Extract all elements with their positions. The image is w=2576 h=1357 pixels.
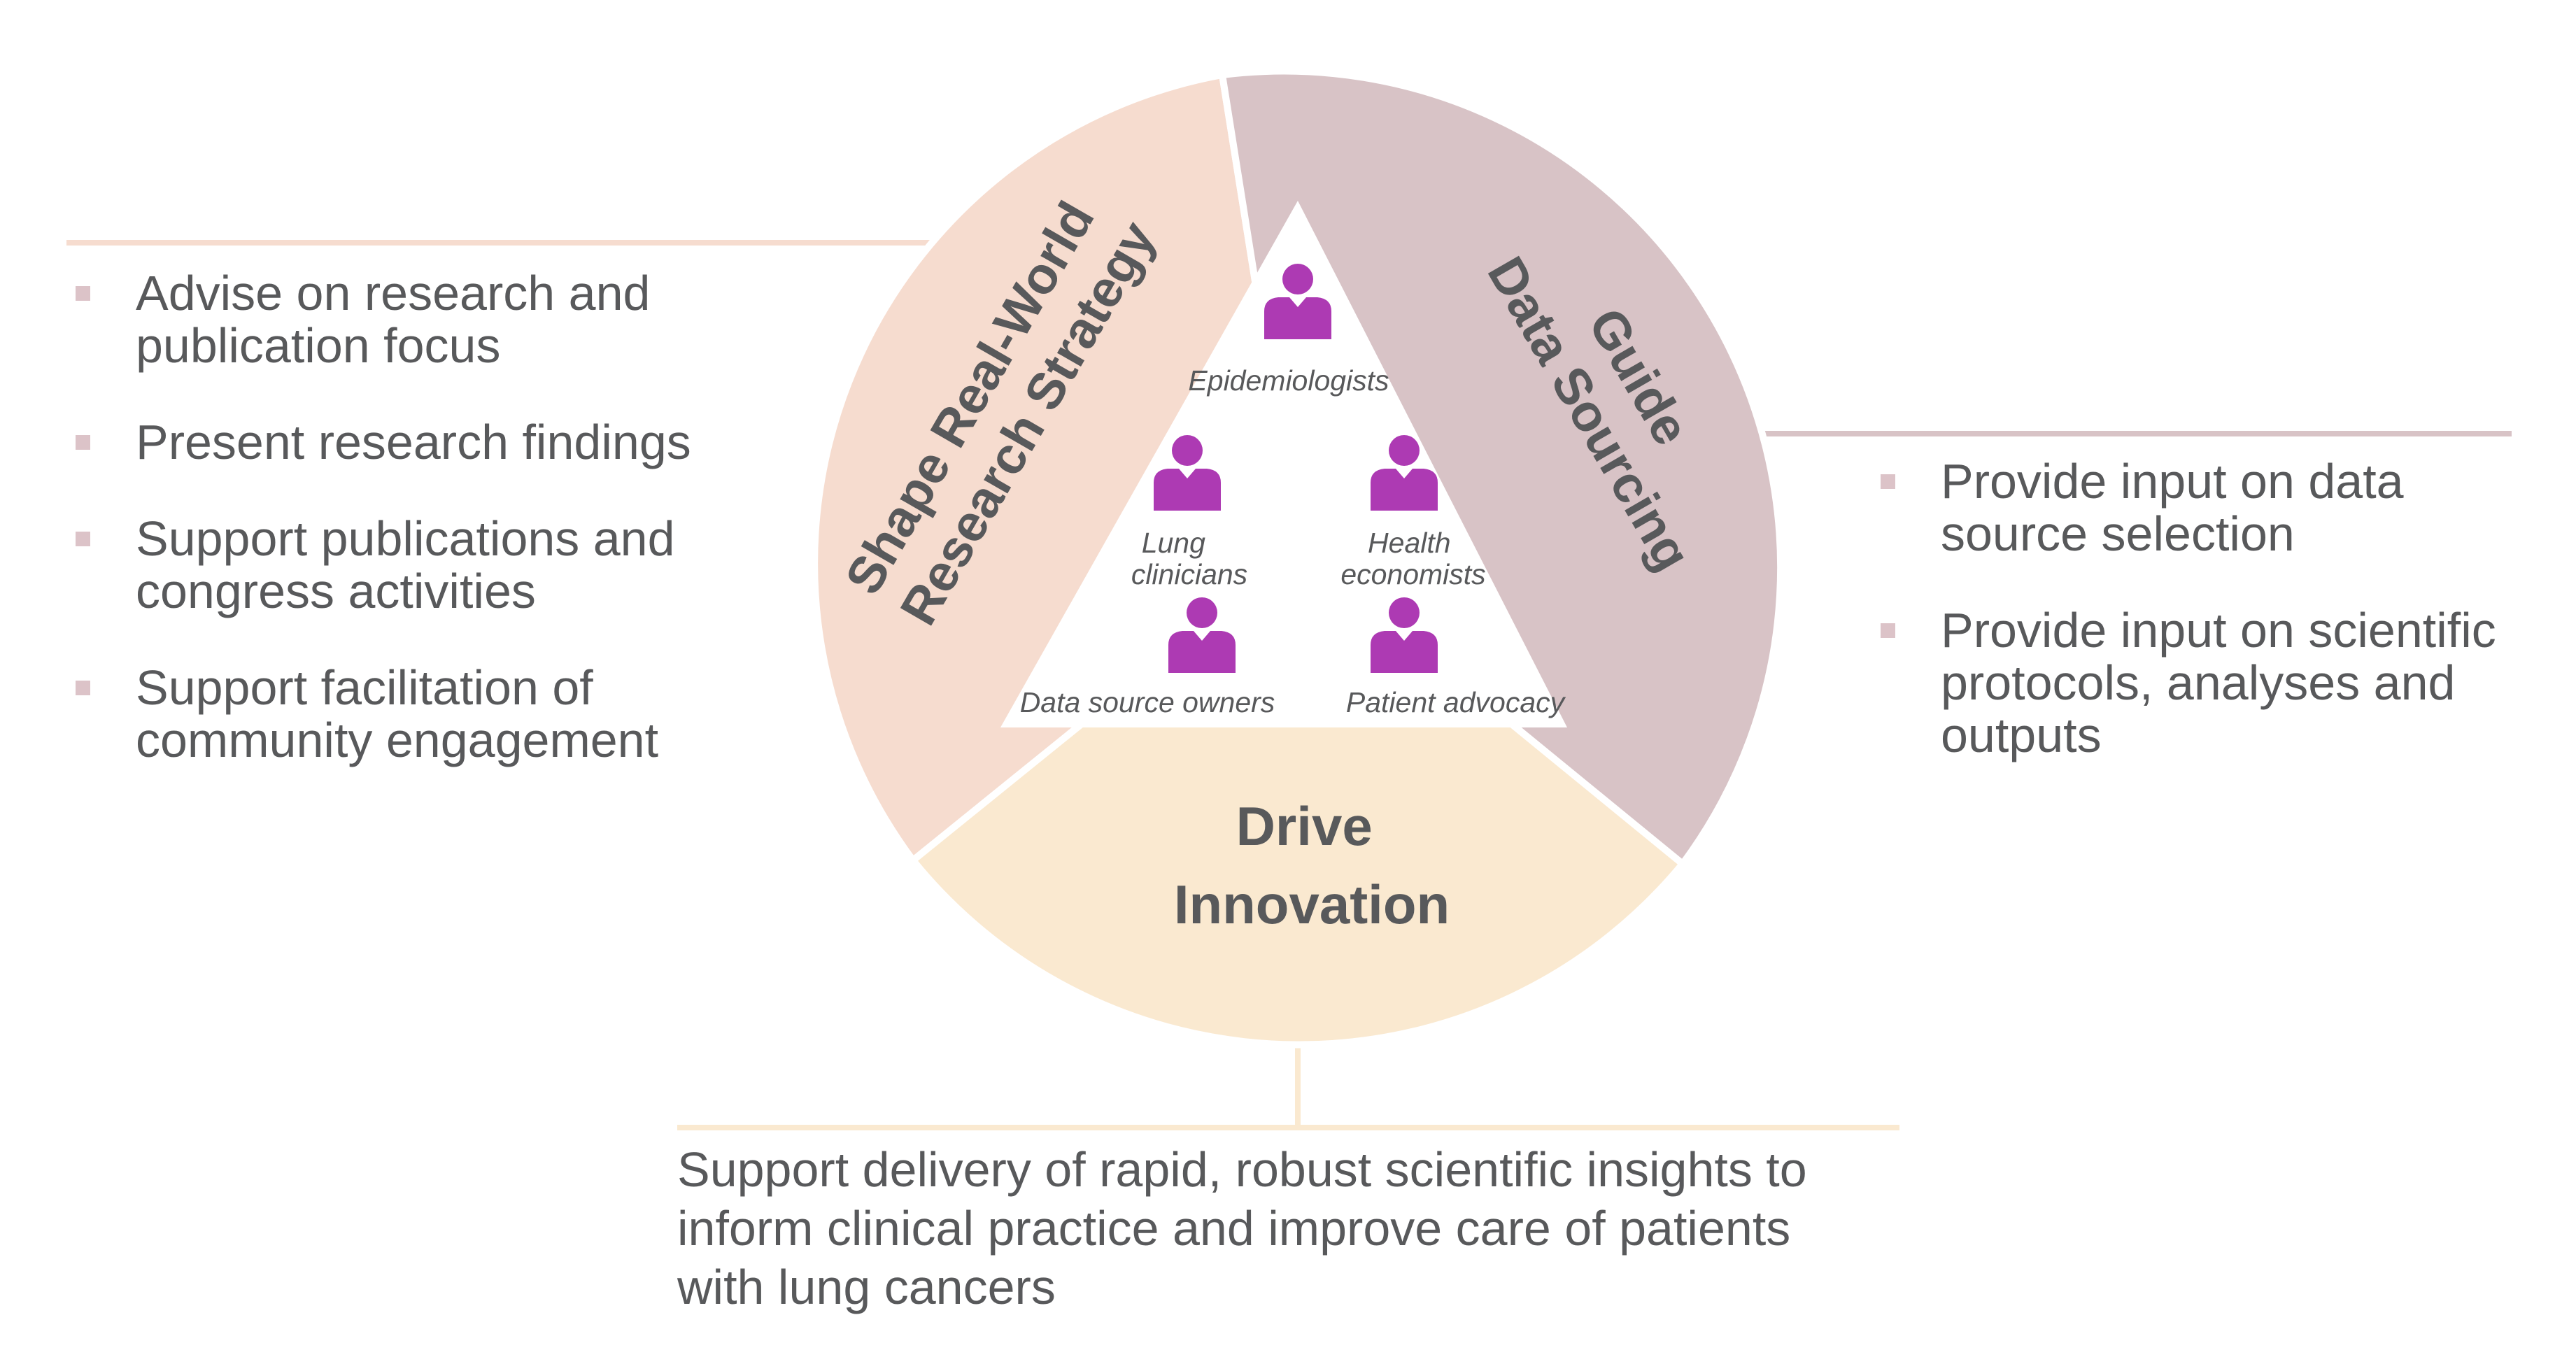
- description-line: Support delivery of rapid, robust scient…: [677, 1142, 1807, 1197]
- shape-strategy-bullets: Advise on research and publication focus…: [69, 267, 873, 811]
- bullet-line: protocols, analyses and: [1941, 655, 2456, 710]
- shape-strategy-segment: [811, 71, 1302, 866]
- bullet-item: Provide input on data source selection: [1874, 455, 2573, 560]
- bullet-line: Advise on research and: [136, 266, 651, 320]
- bullet-item: Advise on research and publication focus: [69, 267, 873, 372]
- stakeholder-lung-clinicians: Lung clinicians: [1131, 527, 1247, 590]
- bullet-square: [76, 435, 90, 450]
- drive-title-line2: Innovation: [1174, 874, 1450, 935]
- bullet-line: publication focus: [136, 318, 501, 373]
- bullet-square: [1881, 623, 1895, 638]
- bullet-square: [76, 286, 90, 301]
- drive-innovation-description: Support delivery of rapid, robust scient…: [677, 1140, 1937, 1316]
- bullet-item: Support facilitation of community engage…: [69, 662, 873, 767]
- bullet-line: congress activities: [136, 564, 536, 618]
- bullet-square: [76, 532, 90, 546]
- bullet-line: outputs: [1941, 708, 2102, 762]
- drive-title-line1: Drive: [1236, 795, 1373, 857]
- bullet-line: Present research findings: [136, 415, 691, 469]
- bullet-line: community engagement: [136, 713, 659, 767]
- stakeholder-data-source-owners: Data source owners: [1020, 686, 1275, 718]
- bullet-line: Provide input on scientific: [1941, 603, 2496, 658]
- bullet-square: [76, 681, 90, 695]
- stakeholder-patient-advocacy: Patient advocacy: [1346, 686, 1566, 718]
- bullet-square: [1881, 474, 1895, 489]
- bullet-item: Support publications and congress activi…: [69, 513, 873, 618]
- guide-sourcing-segment: [1218, 67, 1785, 869]
- bullet-item: Present research findings: [69, 416, 873, 469]
- stakeholder-triangle: [1000, 201, 1567, 727]
- description-line: inform clinical practice and improve car…: [677, 1201, 1791, 1256]
- bullet-line: Provide input on data: [1941, 454, 2404, 509]
- bullet-line: Support publications and: [136, 511, 675, 566]
- guide-sourcing-bullets: Provide input on data source selection P…: [1874, 455, 2573, 806]
- drive-innovation-title: Drive Innovation: [1174, 795, 1450, 935]
- stakeholder-epidemiologists: Epidemiologists: [1188, 364, 1389, 397]
- stakeholder-health-economists: Health economists: [1340, 527, 1485, 590]
- bullet-line: Support facilitation of: [136, 660, 593, 715]
- bullet-item: Provide input on scientific protocols, a…: [1874, 604, 2573, 762]
- drive-innovation-segment: [907, 544, 1688, 1049]
- bullet-line: source selection: [1941, 506, 2295, 561]
- description-line: with lung cancers: [677, 1260, 1056, 1314]
